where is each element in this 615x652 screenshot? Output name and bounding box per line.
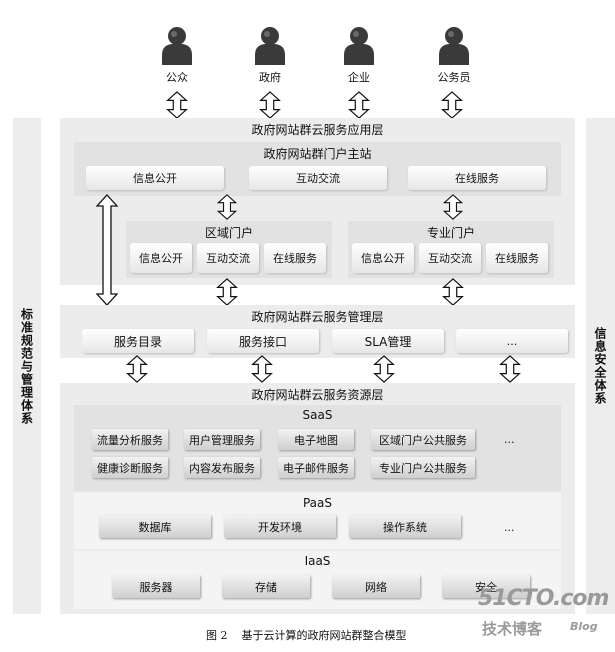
double-arrow-icon: [442, 278, 464, 306]
layer-title: 政府网站群云服务应用层: [251, 123, 384, 137]
figure-caption: 图 2 基于云计算的政府网站群整合模型: [206, 629, 407, 642]
saas-traffic-analysis: 流量分析服务: [92, 429, 168, 450]
saas-content-publishing: 内容发布服务: [184, 457, 260, 478]
management-more: ...: [456, 329, 568, 353]
management-layer: 政府网站群云服务管理层 服务目录 服务接口 SLA管理 ...: [60, 305, 575, 358]
person-icon: [437, 25, 471, 65]
iaas-panel: IaaS 服务器 存储 网络 安全: [74, 551, 561, 609]
saas-email-service: 电子邮件服务: [278, 457, 354, 478]
saas-more: ...: [504, 433, 515, 446]
saas-professional-public-service: 专业门户公共服务: [371, 457, 475, 478]
professional-online-service: 在线服务: [486, 243, 548, 273]
person-icon: [160, 25, 194, 65]
person-icon: [342, 25, 376, 65]
user-label: 公众: [166, 71, 188, 84]
main-portal-panel: 政府网站群门户主站 信息公开 互动交流 在线服务: [74, 142, 561, 196]
saas-panel: SaaS 流量分析服务 用户管理服务 电子地图 区域门户公共服务 ... 健康诊…: [74, 405, 561, 491]
user-enterprise: 企业: [342, 25, 382, 85]
iaas-server: 服务器: [112, 575, 200, 598]
double-arrow-icon: [216, 278, 238, 306]
service-interface: 服务接口: [207, 329, 319, 353]
professional-info-disclosure: 信息公开: [352, 243, 414, 273]
panel-title: 政府网站群门户主站: [263, 147, 372, 161]
person-icon: [253, 25, 287, 65]
panel-title: PaaS: [302, 496, 333, 510]
application-layer: 政府网站群云服务应用层 政府网站群门户主站 信息公开 互动交流 在线服务 区域门…: [60, 118, 575, 285]
long-double-arrow-icon: [96, 194, 118, 306]
resource-layer: 政府网站群云服务资源层 SaaS 流量分析服务 用户管理服务 电子地图 区域门户…: [60, 383, 575, 614]
double-arrow-icon: [373, 355, 395, 383]
sidebar-label: 标准规范与管理体系: [19, 307, 34, 425]
sidebar-label: 信息安全体系: [593, 327, 607, 405]
double-arrow-icon: [251, 355, 273, 383]
regional-online-service: 在线服务: [264, 243, 326, 273]
saas-electronic-map: 电子地图: [278, 429, 354, 450]
main-info-disclosure: 信息公开: [86, 166, 224, 190]
watermark-subtitle: 技术博客: [482, 620, 543, 638]
saas-health-diagnosis: 健康诊断服务: [92, 457, 168, 478]
main-interaction: 互动交流: [249, 166, 387, 190]
paas-more: ...: [504, 521, 515, 534]
professional-interaction: 互动交流: [419, 243, 481, 273]
watermark-logo: 51CTO.com: [478, 586, 609, 611]
double-arrow-icon: [442, 194, 464, 220]
user-label: 公务员: [437, 71, 471, 84]
double-arrow-icon: [348, 91, 370, 119]
panel-title: SaaS: [302, 408, 333, 422]
saas-regional-public-service: 区域门户公共服务: [371, 429, 475, 450]
double-arrow-icon: [166, 91, 188, 119]
panel-title: IaaS: [304, 554, 331, 568]
paas-panel: PaaS 数据库 开发环境 操作系统 ...: [74, 493, 561, 549]
professional-portal-panel: 专业门户 信息公开 互动交流 在线服务: [348, 221, 554, 278]
user-government: 政府: [253, 25, 293, 85]
panel-title: 专业门户: [426, 226, 475, 240]
double-arrow-icon: [441, 91, 463, 119]
user-civil-servant: 公务员: [433, 25, 479, 85]
layer-title: 政府网站群云服务资源层: [251, 388, 384, 402]
paas-operating-system: 操作系统: [349, 515, 461, 538]
saas-user-management: 用户管理服务: [184, 429, 260, 450]
watermark-blog: Blog: [570, 620, 598, 633]
iaas-network: 网络: [332, 575, 420, 598]
paas-dev-environment: 开发环境: [224, 515, 336, 538]
user-label: 企业: [348, 71, 370, 84]
double-arrow-icon: [259, 91, 281, 119]
regional-interaction: 互动交流: [197, 243, 259, 273]
iaas-security: 安全: [442, 575, 530, 598]
iaas-storage: 存储: [222, 575, 310, 598]
service-catalog: 服务目录: [82, 329, 194, 353]
info-security-sidebar: 信息安全体系: [586, 118, 615, 614]
sla-management: SLA管理: [332, 329, 444, 353]
double-arrow-icon: [216, 194, 238, 220]
double-arrow-icon: [499, 355, 521, 383]
user-label: 政府: [259, 71, 281, 84]
paas-database: 数据库: [99, 515, 211, 538]
standards-management-sidebar: 标准规范与管理体系: [13, 118, 41, 614]
user-public: 公众: [160, 25, 200, 85]
panel-title: 区域门户: [204, 226, 253, 240]
main-online-service: 在线服务: [408, 166, 546, 190]
double-arrow-icon: [126, 355, 148, 383]
user-group: 公众 政府 企业 公务员: [150, 25, 480, 90]
regional-info-disclosure: 信息公开: [130, 243, 192, 273]
regional-portal-panel: 区域门户 信息公开 互动交流 在线服务: [126, 221, 332, 278]
layer-title: 政府网站群云服务管理层: [251, 310, 384, 324]
